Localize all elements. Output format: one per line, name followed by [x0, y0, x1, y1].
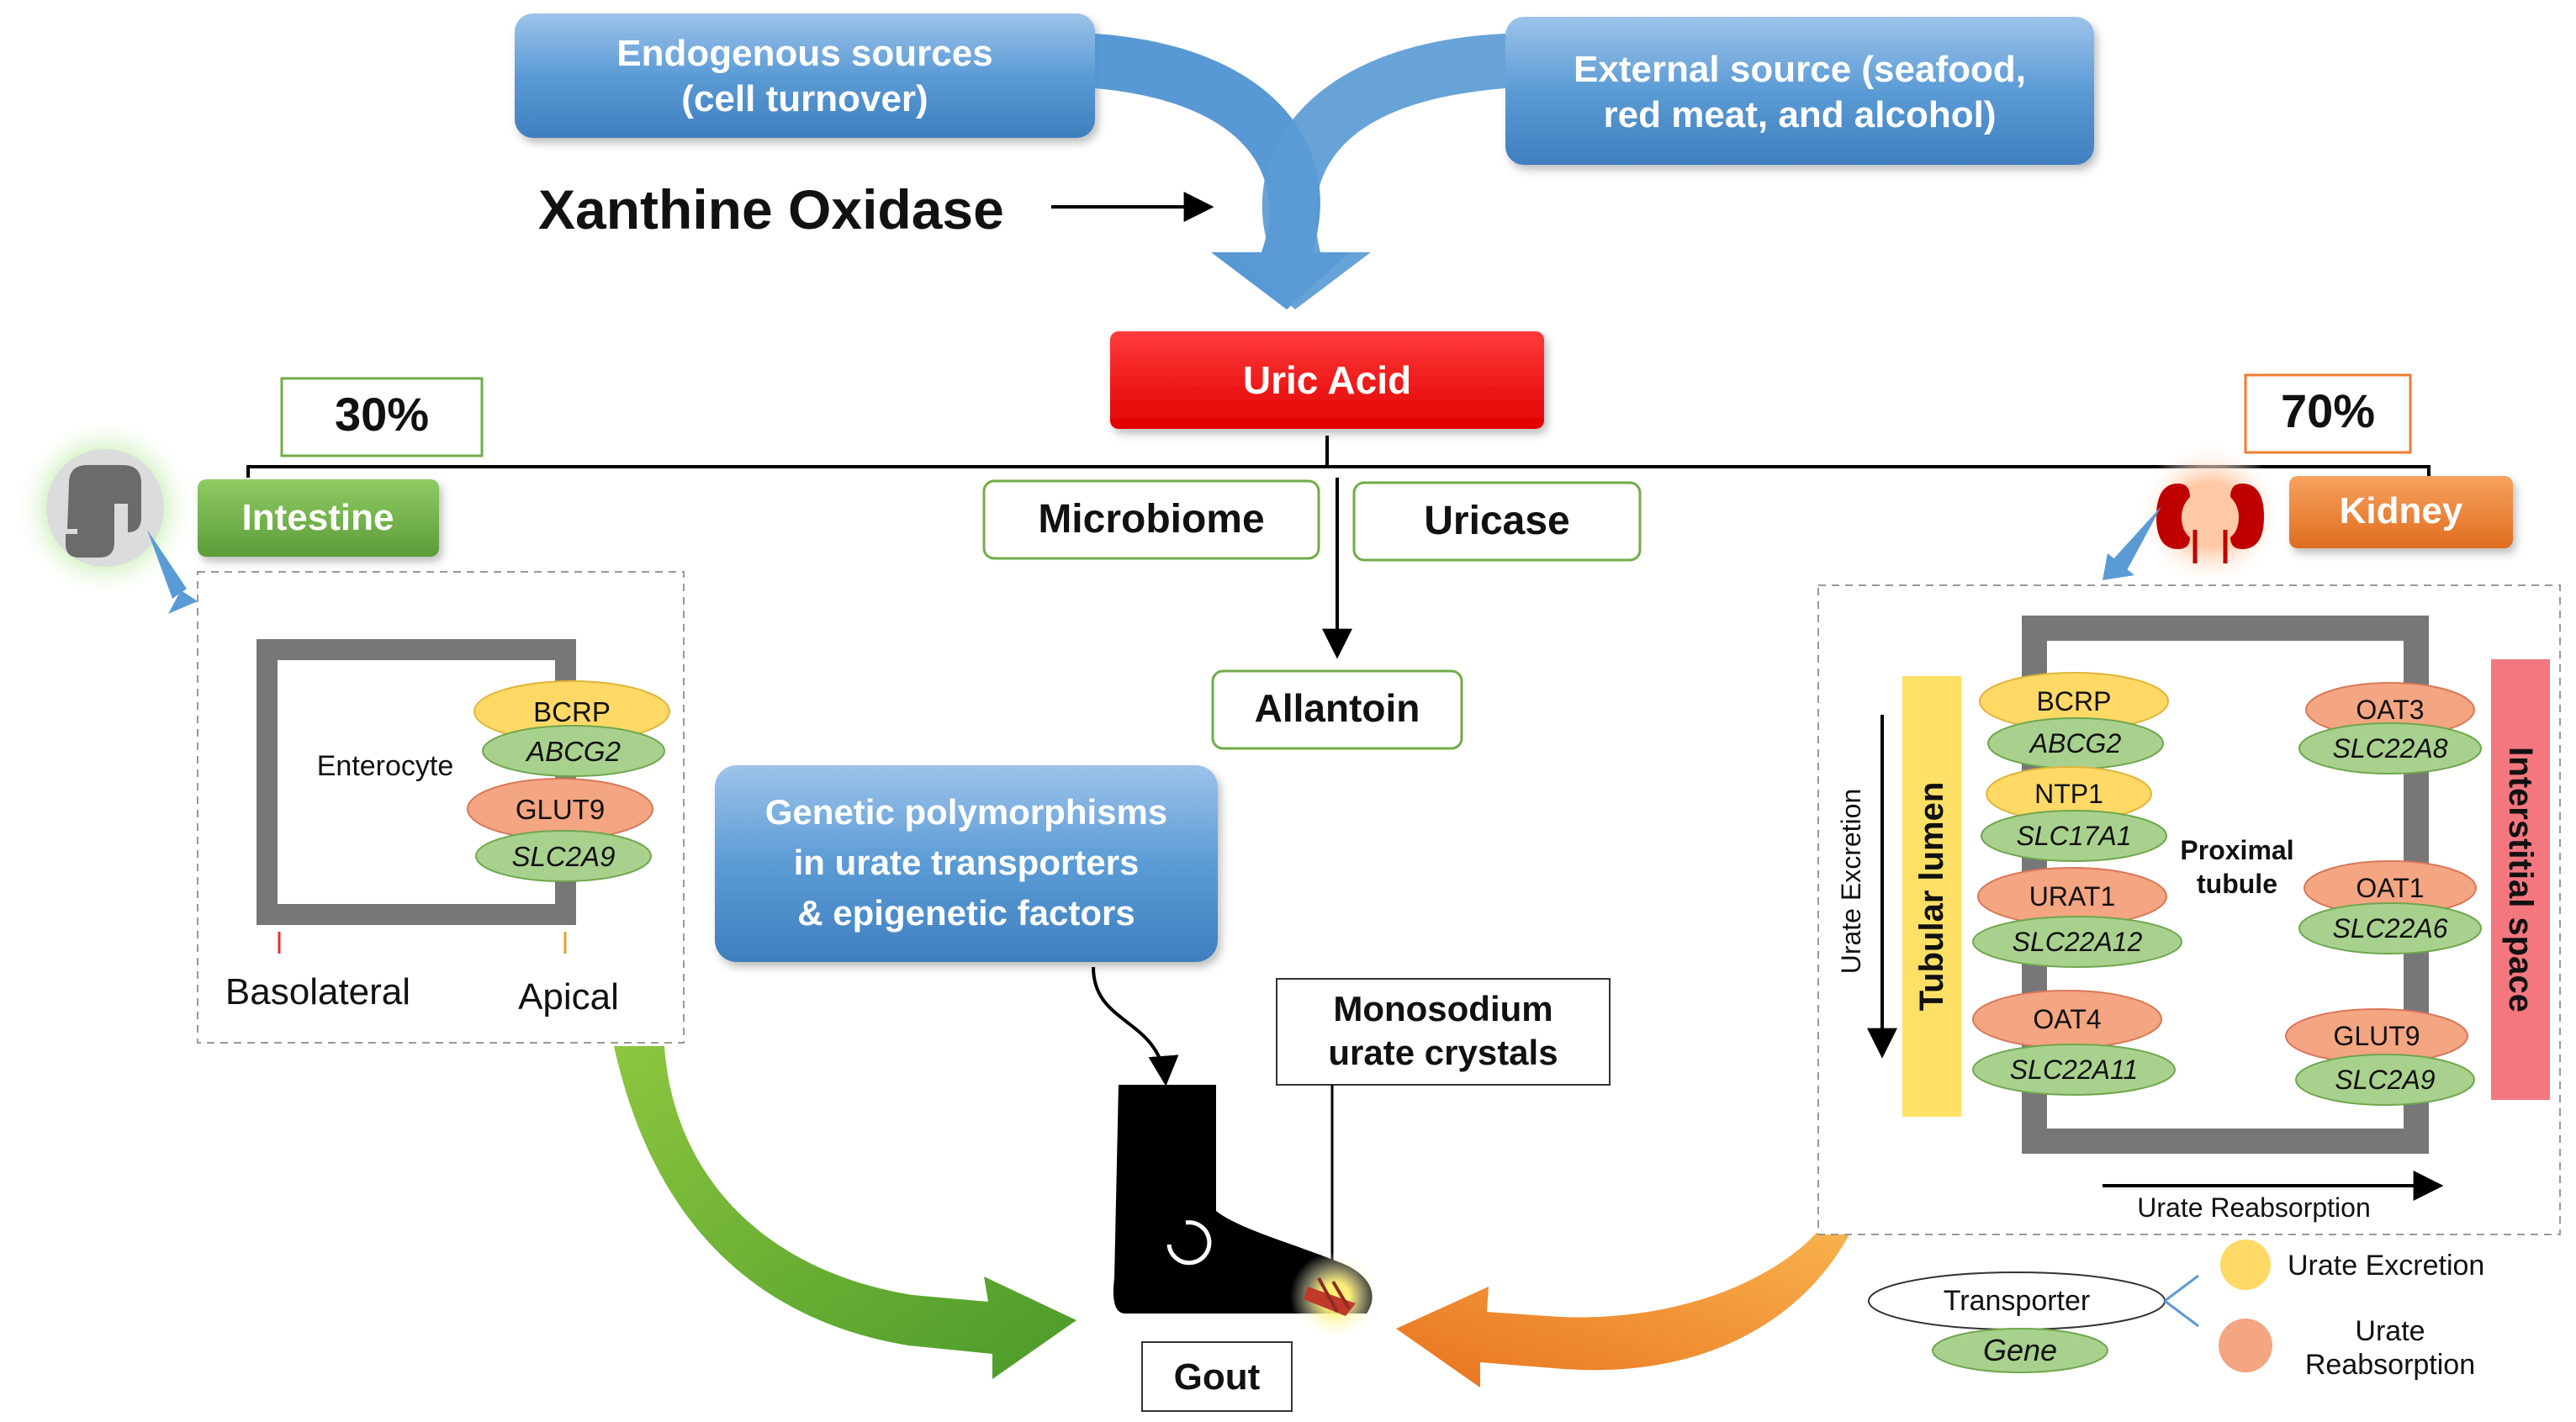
genetics-box: Genetic polymorphisms in urate transport…	[715, 765, 1218, 962]
svg-text:OAT1: OAT1	[2356, 873, 2424, 903]
svg-text:tubule: tubule	[2197, 869, 2277, 899]
svg-text:Urate: Urate	[2355, 1315, 2425, 1347]
endogenous-source-box: Endogenous sources (cell turnover)	[515, 13, 1095, 138]
source-convergence-arrows	[1095, 34, 1505, 309]
kidney-percent: 70%	[2281, 384, 2375, 437]
intestine-transporter-glut9: GLUT9 SLC2A9	[467, 778, 653, 882]
crystals-box: Monosodium urate crystals	[1276, 978, 1611, 1086]
intestine-percent: 30%	[335, 388, 429, 441]
kidney-transporter-oat1: OAT1 SLC22A6	[2298, 860, 2482, 954]
intestine-icon	[14, 417, 198, 614]
reabsorption-axis-label: Urate Reabsorption	[2137, 1192, 2370, 1223]
svg-text:& epigenetic factors: & epigenetic factors	[797, 893, 1135, 933]
intestine-to-gout-arrow	[614, 1046, 1076, 1379]
svg-text:SLC22A8: SLC22A8	[2333, 733, 2448, 764]
gout-box: Gout	[1141, 1341, 1293, 1412]
svg-text:SLC22A11: SLC22A11	[2010, 1055, 2138, 1085]
uric-acid-label: Uric Acid	[1243, 358, 1411, 402]
svg-text:URAT1: URAT1	[2029, 881, 2116, 912]
intestine-label-box: Intestine	[198, 479, 439, 557]
xanthine-oxidase-label: Xanthine Oxidase	[538, 178, 1004, 241]
svg-text:OAT3: OAT3	[2356, 695, 2424, 725]
enterocyte-label: Enterocyte	[317, 750, 454, 782]
legend-reabsorption-swatch	[2219, 1319, 2272, 1372]
microbiome-label: Microbiome	[1038, 497, 1264, 542]
svg-text:GLUT9: GLUT9	[516, 794, 605, 825]
svg-text:BCRP: BCRP	[533, 696, 611, 727]
svg-text:ABCG2: ABCG2	[525, 736, 621, 767]
svg-text:SLC2A9: SLC2A9	[2335, 1065, 2435, 1095]
apical-label: Apical	[518, 976, 619, 1018]
intestine-label: Intestine	[242, 497, 394, 538]
uricase-box: Uricase	[1352, 481, 1642, 562]
kidney-label: Kidney	[2340, 490, 2463, 531]
kidney-to-gout-arrow	[1396, 1233, 1850, 1388]
kidney-transporter-bcrp: BCRP ABCG2	[1979, 672, 2169, 769]
svg-text:urate crystals: urate crystals	[1328, 1033, 1558, 1072]
svg-text:SLC22A12: SLC22A12	[2013, 927, 2143, 957]
svg-text:Genetic polymorphisms: Genetic polymorphisms	[765, 792, 1167, 832]
uricase-label: Uricase	[1424, 499, 1569, 543]
legend: Transporter Gene Urate Excretion Urate R…	[1868, 1240, 2484, 1381]
interstitial-space-bar	[2491, 659, 2550, 1100]
svg-text:BCRP: BCRP	[2037, 686, 2112, 716]
kidney-transporter-oat4: OAT4 SLC22A11	[1972, 990, 2176, 1096]
kidney-label-box: Kidney	[2289, 476, 2513, 548]
external-source-box: External source (seafood, red meat, and …	[1505, 17, 2094, 165]
endogenous-source-line2: (cell turnover)	[681, 78, 928, 119]
tubular-lumen-bar	[1902, 676, 1961, 1117]
genetics-arrow	[1092, 966, 1179, 1086]
svg-text:GLUT9: GLUT9	[2333, 1021, 2420, 1051]
gout-label: Gout	[1174, 1356, 1261, 1398]
svg-text:NTP1: NTP1	[2034, 779, 2103, 809]
external-source-line2: red meat, and alcohol)	[1604, 94, 1997, 135]
svg-text:SLC22A6: SLC22A6	[2333, 913, 2448, 944]
legend-transporter: Transporter	[1944, 1285, 2090, 1317]
legend-excretion: Urate Excretion	[2288, 1250, 2484, 1282]
svg-text:Reabsorption: Reabsorption	[2305, 1349, 2475, 1381]
intestine-panel: Enterocyte BCRP ABCG2 GLUT9 SLC2A9 Basol…	[197, 571, 685, 1044]
svg-text:SLC2A9: SLC2A9	[512, 841, 616, 872]
svg-text:Monosodium: Monosodium	[1333, 989, 1552, 1028]
kidney-transporter-oat3: OAT3 SLC22A8	[2298, 682, 2482, 774]
kidney-panel: Tubular lumen Interstitial space Urate E…	[1817, 584, 2561, 1235]
foot-icon	[1113, 1085, 1381, 1342]
kidney-transporter-glut9: GLUT9 SLC2A9	[2285, 1008, 2475, 1106]
svg-text:in urate transporters: in urate transporters	[794, 843, 1140, 882]
tubular-lumen-label: Tubular lumen	[1913, 782, 1950, 1012]
basolateral-label: Basolateral	[225, 971, 410, 1012]
allantoin-box: Allantoin	[1211, 669, 1463, 750]
uric-acid-box: Uric Acid	[1110, 331, 1544, 429]
microbiome-box: Microbiome	[982, 479, 1320, 560]
kidney-icon	[2103, 442, 2282, 587]
legend-excretion-swatch	[2220, 1240, 2271, 1290]
endogenous-source-line1: Endogenous sources	[616, 33, 992, 74]
excretion-axis-label: Urate Excretion	[1836, 789, 1866, 975]
interstitial-space-label: Interstitial space	[2502, 747, 2539, 1012]
kidney-transporter-ntp1: NTP1 SLC17A1	[1981, 766, 2167, 862]
svg-text:SLC17A1: SLC17A1	[2017, 821, 2132, 851]
svg-text:OAT4: OAT4	[2033, 1004, 2101, 1034]
kidney-transporter-urat1: URAT1 SLC22A12	[1972, 867, 2182, 968]
kidney-percent-box: 70%	[2244, 373, 2412, 454]
legend-gene: Gene	[1983, 1333, 2057, 1367]
external-source-line1: External source (seafood,	[1574, 49, 2026, 90]
intestine-transporter-bcrp: BCRP ABCG2	[473, 680, 670, 777]
svg-text:Proximal: Proximal	[2180, 835, 2293, 865]
svg-text:ABCG2: ABCG2	[2029, 728, 2122, 759]
allantoin-label: Allantoin	[1255, 686, 1420, 730]
intestine-percent-box: 30%	[280, 377, 484, 457]
